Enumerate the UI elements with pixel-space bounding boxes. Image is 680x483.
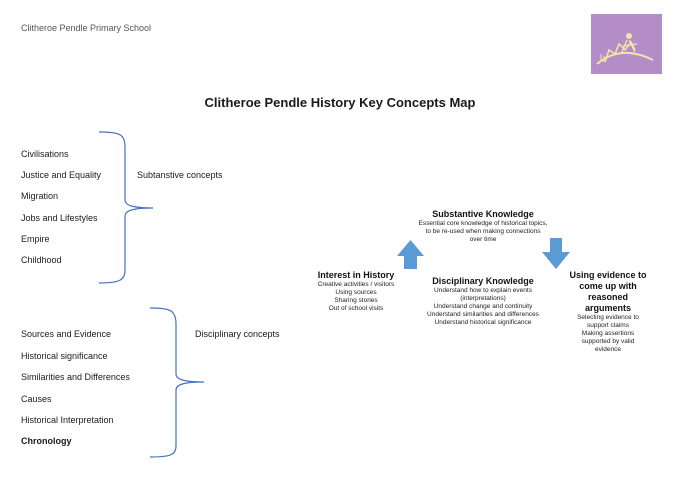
disciplinary-knowledge-heading: Disciplinary Knowledge xyxy=(432,276,534,286)
evidence-line: support claims xyxy=(587,322,629,329)
disciplinary-item: Similarities and Differences xyxy=(21,372,130,382)
evidence-line: Making assertions xyxy=(581,330,635,337)
disciplinary-knowledge-line: Understand how to explain events xyxy=(434,287,532,294)
logo-emblem-icon xyxy=(596,33,654,65)
disciplinary-knowledge-line: Understand historical significance xyxy=(434,319,532,326)
evidence-line: Selecting evidence to xyxy=(577,314,639,321)
page-title: Clitheroe Pendle History Key Concepts Ma… xyxy=(204,95,476,110)
disciplinary-item: Chronology xyxy=(21,436,72,446)
evidence-heading: come up with xyxy=(579,281,637,291)
substantive-item: Civilisations xyxy=(21,149,69,159)
disciplinary-item: Historical Interpretation xyxy=(21,415,114,425)
evidence-line: supported by valid xyxy=(581,338,635,345)
interest-line: Creative activities / visitors xyxy=(317,281,395,288)
interest-in-history-block: Interest in History Creative activities … xyxy=(308,270,404,313)
substantive-item: Childhood xyxy=(21,255,62,265)
disciplinary-item: Causes xyxy=(21,394,52,404)
substantive-item: Empire xyxy=(21,234,50,244)
disciplinary-knowledge-line: Understand similarities and differences xyxy=(427,311,539,318)
substantive-knowledge-line: over time xyxy=(469,236,497,243)
disciplinary-item: Sources and Evidence xyxy=(21,329,112,339)
substantive-brace xyxy=(98,131,154,284)
substantive-knowledge-heading: Substantive Knowledge xyxy=(432,209,534,219)
substantive-item: Migration xyxy=(21,191,59,201)
disciplinary-concepts-label: Disciplinary concepts xyxy=(195,329,280,339)
substantive-item: Justice and Equality xyxy=(21,170,102,180)
school-logo xyxy=(591,14,662,74)
disciplinary-brace xyxy=(149,307,205,458)
substantive-knowledge-block: Substantive Knowledge Essential core kno… xyxy=(412,209,554,244)
using-evidence-block: Using evidence to come up with reasoned … xyxy=(558,270,658,354)
school-name: Clitheroe Pendle Primary School xyxy=(21,23,152,33)
interest-line: Using sources xyxy=(335,289,377,296)
evidence-line: evidence xyxy=(594,346,622,353)
disciplinary-knowledge-line: (interpretations) xyxy=(460,295,506,302)
down-arrow-icon xyxy=(542,238,570,269)
interest-line: Out of school visits xyxy=(328,305,384,312)
substantive-item: Jobs and Lifestyles xyxy=(21,213,98,223)
disciplinary-knowledge-line: Understand change and continuity xyxy=(433,303,533,310)
substantive-knowledge-line: to be re-used when making connections xyxy=(425,228,541,235)
interest-heading: Interest in History xyxy=(317,270,395,280)
evidence-heading: arguments xyxy=(584,303,631,313)
disciplinary-knowledge-block: Disciplinary Knowledge Understand how to… xyxy=(412,276,554,327)
evidence-heading: Using evidence to xyxy=(569,270,647,280)
substantive-concepts-label: Subtanstive concepts xyxy=(137,170,223,180)
interest-line: Sharing stories xyxy=(334,297,378,304)
substantive-knowledge-line: Essential core knowledge of historical t… xyxy=(418,220,548,227)
disciplinary-item: Historical significance xyxy=(21,351,108,361)
evidence-heading: reasoned xyxy=(587,292,629,302)
up-arrow-icon xyxy=(397,240,424,269)
